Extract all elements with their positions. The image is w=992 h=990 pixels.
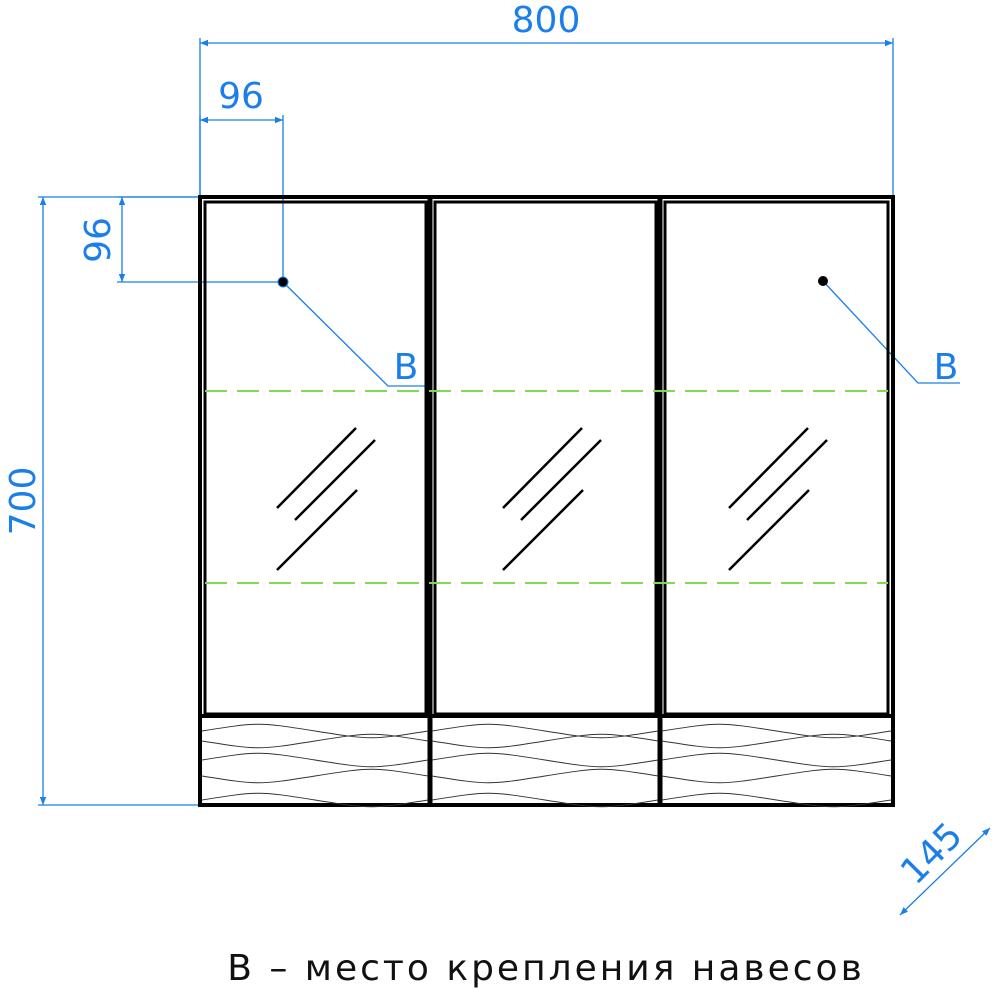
mirror-glare-line (502, 427, 583, 509)
wave-line (431, 768, 659, 784)
wave-line (661, 768, 892, 784)
cabinet-frame (198, 195, 895, 807)
wave-line (201, 792, 429, 808)
mirror-glare-line (502, 489, 584, 571)
right-mount-label: B (934, 347, 959, 388)
wave-line (431, 792, 659, 808)
wave-line (201, 752, 429, 768)
wave-line (431, 733, 659, 749)
width-label: 800 (512, 0, 581, 41)
drawer-wave-pattern (201, 723, 892, 808)
dimension-lines (38, 38, 991, 916)
left-mount-hole (277, 276, 289, 288)
mirror-glare-line (746, 439, 828, 521)
hole-x-label: 96 (218, 76, 264, 117)
wave-line (201, 768, 429, 784)
right-door (663, 200, 890, 716)
depth-dimension (899, 827, 991, 916)
wave-line (661, 723, 892, 739)
wave-line (661, 792, 892, 808)
middle-door (433, 200, 658, 716)
right-mount-hole (818, 276, 828, 286)
left-mount-label: B (394, 347, 419, 388)
height-label: 700 (3, 467, 44, 536)
mirror-glare-line (276, 489, 358, 571)
wave-line (201, 733, 429, 749)
mirror-glare-line (276, 427, 357, 509)
cabinet (198, 195, 895, 808)
wave-line (431, 723, 659, 739)
mirror-glare-line (728, 427, 809, 509)
mirror-glare-line (294, 439, 376, 521)
left-mount-leader (282, 281, 425, 387)
wave-line (431, 752, 659, 768)
mirror-glare-line (520, 439, 602, 521)
right-mount-leader (822, 280, 960, 384)
hole-y-label: 96 (78, 217, 119, 263)
wave-line (661, 752, 892, 768)
wave-line (201, 723, 429, 739)
wave-line (661, 733, 892, 749)
left-door (203, 200, 428, 716)
caption: B – место крепления навесов (227, 948, 865, 989)
shelf-lines (205, 390, 888, 584)
mirror-marks (276, 427, 828, 571)
mirror-glare-line (728, 489, 810, 571)
depth-label: 145 (893, 815, 971, 893)
